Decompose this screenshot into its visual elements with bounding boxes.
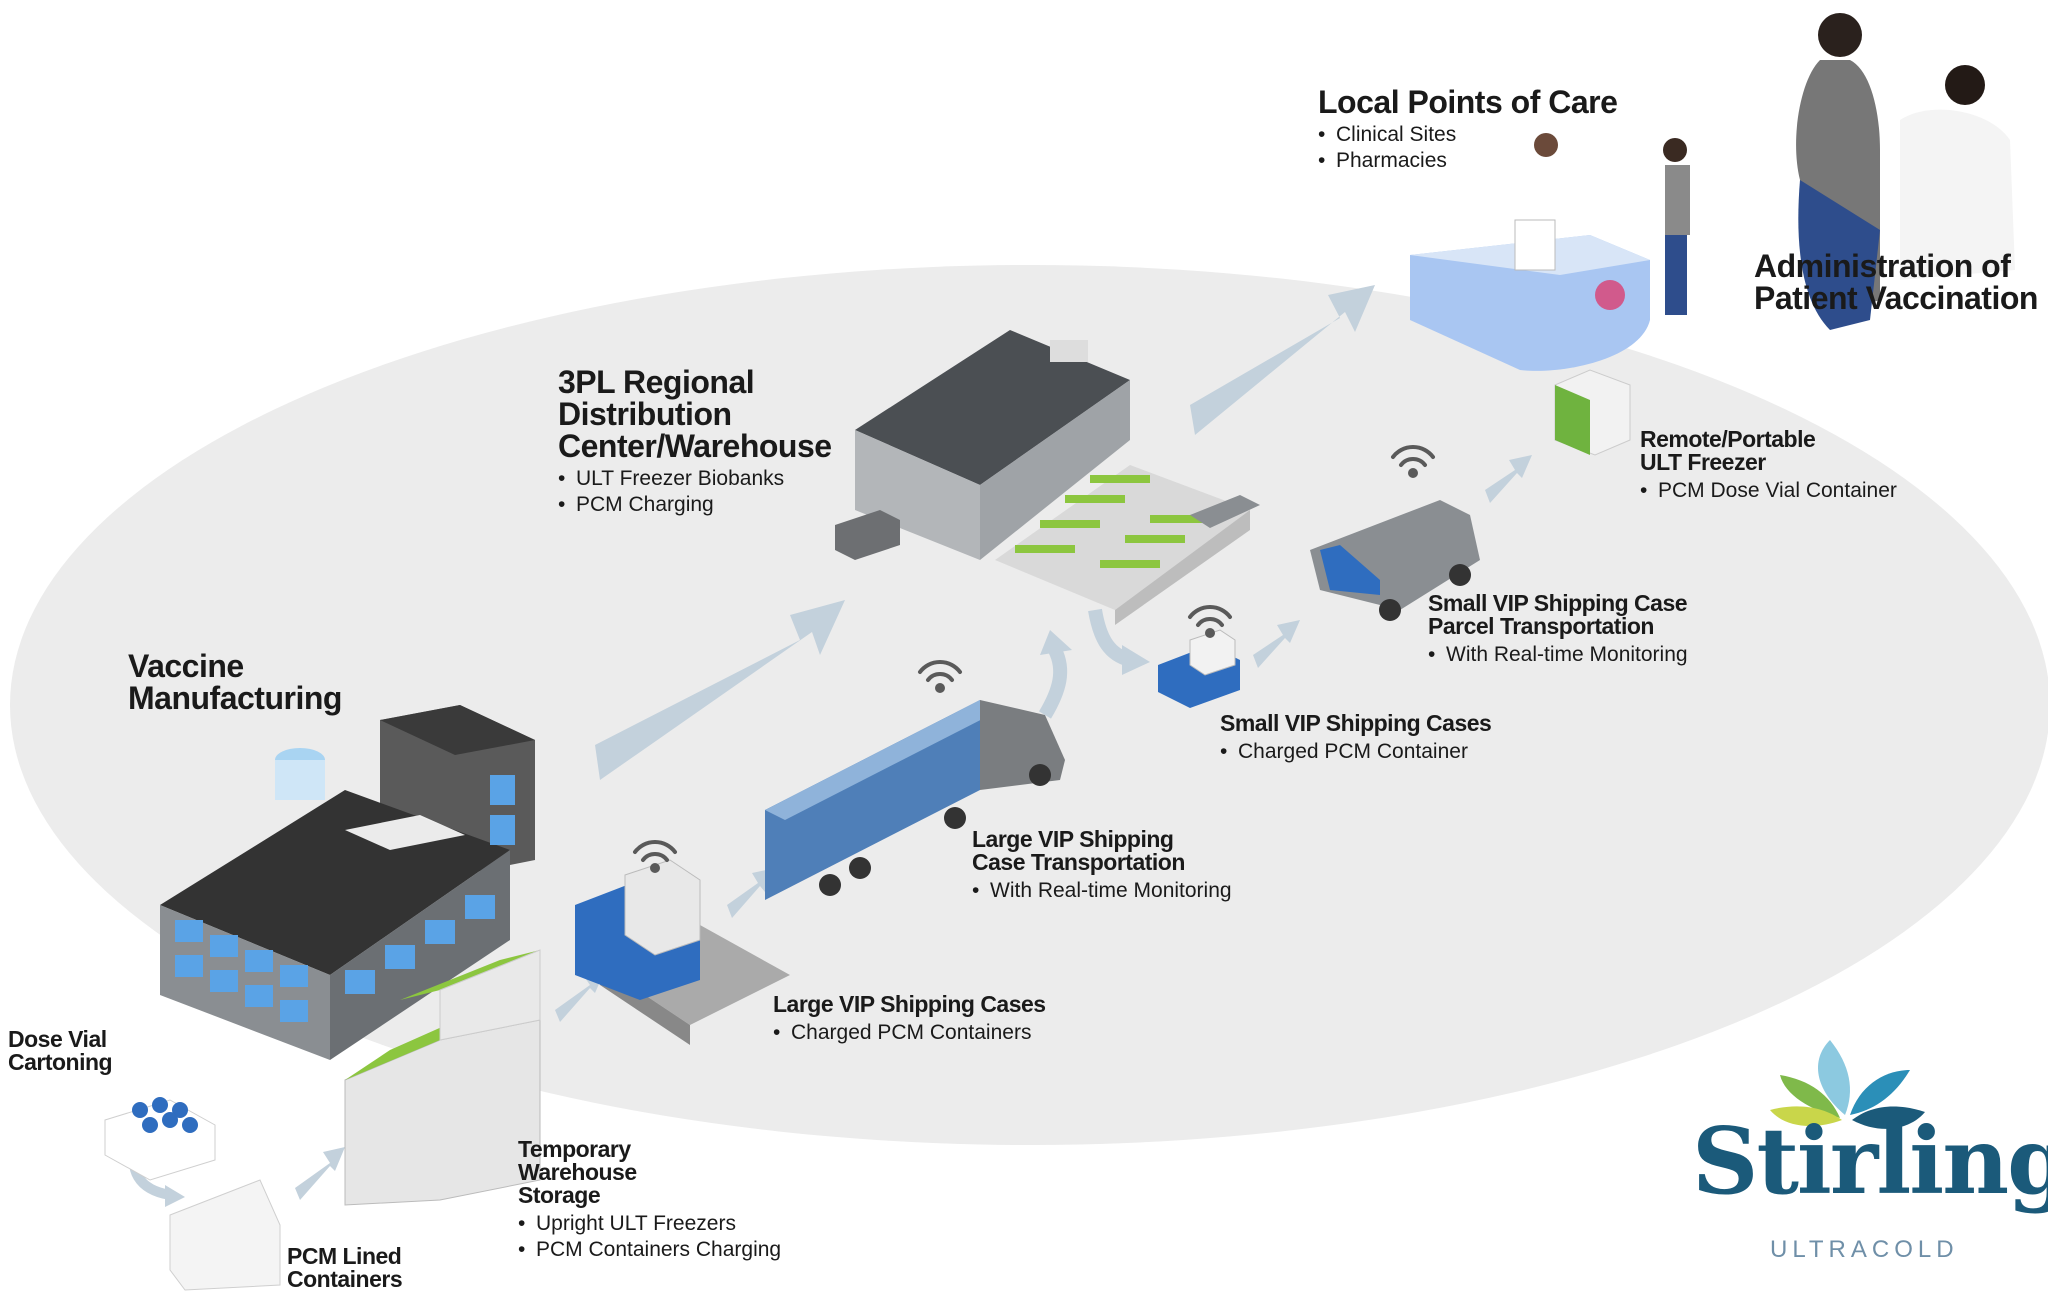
van-illustration — [1310, 500, 1480, 621]
label-parcel-transportation: Small VIP Shipping Case Parcel Transport… — [1428, 592, 1688, 668]
bullet-list: Charged PCM Container — [1220, 739, 1491, 765]
wifi-icon — [1391, 445, 1435, 478]
bullet-list: ULT Freezer Biobanks PCM Charging — [558, 466, 832, 518]
title: Temporary Warehouse Storage — [518, 1136, 637, 1208]
logo-wordmark: Stirling — [1692, 1107, 2048, 1215]
bullet-list: Upright ULT Freezers PCM Containers Char… — [518, 1211, 781, 1263]
bullet-list: With Real-time Monitoring — [1428, 642, 1688, 668]
arrow-storage-to-cases — [555, 970, 605, 1022]
leaf-icon — [1818, 1040, 1850, 1115]
wifi-icon — [633, 840, 677, 873]
arrow-cartons-to-storage — [295, 1147, 345, 1200]
stirling-logo-mark — [1770, 1040, 1925, 1129]
label-large-vip-transport: Large VIP Shipping Case Transportation W… — [972, 828, 1232, 904]
title: Dose Vial Cartoning — [8, 1026, 113, 1075]
leaf-icon — [1770, 1106, 1842, 1126]
title: Administration of Patient Vaccination — [1754, 248, 2038, 316]
bullet-list: Clinical Sites Pharmacies — [1318, 122, 1617, 174]
leaf-icon — [1780, 1075, 1840, 1118]
arrow-cases-to-truck — [727, 868, 775, 918]
factory-illustration — [160, 705, 535, 1060]
arrow-van-to-portable — [1485, 455, 1532, 503]
label-large-vip-cases: Large VIP Shipping Cases Charged PCM Con… — [773, 993, 1046, 1046]
label-distribution-center: 3PL Regional Distribution Center/Warehou… — [558, 366, 832, 518]
title: Small VIP Shipping Case Parcel Transport… — [1428, 590, 1688, 639]
arrow-to-care — [1190, 285, 1375, 435]
arrow-small-to-van — [1253, 620, 1300, 668]
title: Vaccine Manufacturing — [128, 648, 342, 716]
distribution-center-illustration — [835, 330, 1260, 625]
label-temporary-storage: Temporary Warehouse Storage Upright ULT … — [518, 1138, 781, 1263]
wifi-icon — [1188, 605, 1232, 638]
bullet-list: Charged PCM Containers — [773, 1020, 1046, 1046]
bullet-list: With Real-time Monitoring — [972, 878, 1232, 904]
title: Small VIP Shipping Cases — [1220, 710, 1492, 736]
small-vip-case-illustration — [1158, 629, 1240, 708]
logo-subtitle: ULTRACOLD — [1770, 1236, 1959, 1263]
large-vip-case-illustration — [575, 859, 790, 1045]
leaf-icon — [1850, 1070, 1910, 1115]
ult-freezers-illustration — [344, 949, 541, 1206]
truck-illustration — [765, 700, 1065, 900]
title: 3PL Regional Distribution Center/Warehou… — [558, 364, 832, 464]
label-points-of-care: Local Points of Care Clinical Sites Phar… — [1318, 84, 1618, 174]
wifi-icon — [918, 660, 962, 693]
carton-illustration — [104, 1097, 281, 1291]
title: PCM Lined Containers — [287, 1243, 403, 1292]
wifi-signals — [633, 445, 1435, 873]
label-vaccine-manufacturing: Vaccine Manufacturing — [128, 650, 342, 714]
title: Large VIP Shipping Cases — [773, 991, 1046, 1017]
label-portable-freezer: Remote/Portable ULT Freezer PCM Dose Via… — [1640, 428, 1897, 504]
arrow-truck-up — [1038, 646, 1068, 719]
title: Remote/Portable ULT Freezer — [1640, 426, 1816, 475]
background-ellipse — [10, 265, 2048, 1145]
leaf-icon — [1852, 1106, 1925, 1129]
title: Local Points of Care — [1318, 84, 1618, 120]
label-pcm-lined-containers: PCM Lined Containers — [287, 1243, 403, 1292]
bullet-list: PCM Dose Vial Container — [1640, 478, 1897, 504]
vaccination-illustration — [1796, 13, 2015, 330]
label-administration: Administration of Patient Vaccination — [1754, 250, 2038, 314]
arrow-to-distribution — [595, 600, 845, 780]
label-small-vip-cases: Small VIP Shipping Cases Charged PCM Con… — [1220, 710, 1492, 765]
label-dose-vial-cartoning: Dose Vial Cartoning — [8, 1026, 113, 1075]
title: Large VIP Shipping Case Transportation — [972, 826, 1185, 875]
